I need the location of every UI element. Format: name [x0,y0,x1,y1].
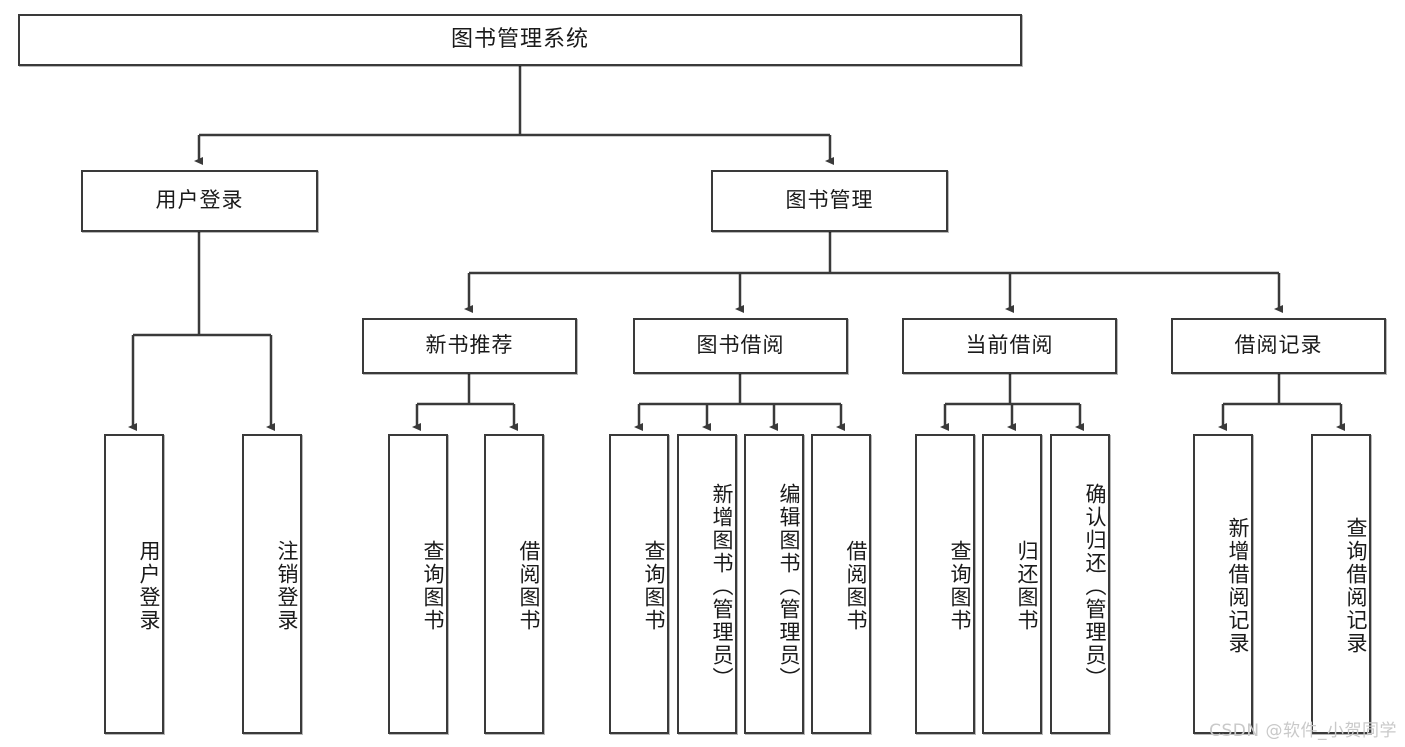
leaf-book-borrow-borrow-book[interactable]: 借阅图书 [811,434,871,734]
leaf-current-borrow-confirm-return-admin[interactable]: 确认归还（管理员） [1050,434,1110,734]
node-label: 图书管理 [785,188,874,213]
node-current-borrow[interactable]: 当前借阅 [902,318,1117,374]
node-label: 查询借阅记录 [1344,517,1368,655]
leaf-current-borrow-query-book[interactable]: 查询图书 [915,434,975,734]
node-user-login[interactable]: 用户登录 [81,170,318,232]
node-label: 编辑图书（管理员） [777,482,801,690]
node-label: 用户登录 [155,188,244,213]
node-borrow-record[interactable]: 借阅记录 [1171,318,1386,374]
node-label: 注销登录 [275,540,299,632]
node-new-book-recommend[interactable]: 新书推荐 [362,318,577,374]
node-label: 查询图书 [642,540,666,632]
node-label: 新书推荐 [425,333,514,358]
leaf-new-book-query-book[interactable]: 查询图书 [388,434,448,734]
node-label: 用户登录 [137,540,161,632]
node-label: 归还图书 [1015,540,1039,632]
leaf-user-login-login[interactable]: 用户登录 [104,434,164,734]
node-book-management[interactable]: 图书管理 [711,170,948,232]
node-label: 查询图书 [948,540,972,632]
leaf-book-borrow-query-book[interactable]: 查询图书 [609,434,669,734]
node-root-book-management-system[interactable]: 图书管理系统 [18,14,1022,66]
node-label: 借阅图书 [844,540,868,632]
leaf-borrow-record-add-record[interactable]: 新增借阅记录 [1193,434,1253,734]
node-book-borrow[interactable]: 图书借阅 [633,318,848,374]
csdn-watermark: CSDN @软件_小贺同学 [1209,721,1397,741]
node-label: 借阅图书 [517,540,541,632]
node-label: 新增借阅记录 [1226,517,1250,655]
leaf-new-book-borrow-book[interactable]: 借阅图书 [484,434,544,734]
node-label: 查询图书 [421,540,445,632]
leaf-user-login-logout[interactable]: 注销登录 [242,434,302,734]
node-label: 新增图书（管理员） [710,482,734,690]
node-label: 借阅记录 [1234,333,1323,358]
leaf-book-borrow-add-book-admin[interactable]: 新增图书（管理员） [677,434,737,734]
leaf-current-borrow-return-book[interactable]: 归还图书 [982,434,1042,734]
leaf-borrow-record-query-record[interactable]: 查询借阅记录 [1311,434,1371,734]
node-label: 确认归还（管理员） [1083,482,1107,690]
leaf-book-borrow-edit-book-admin[interactable]: 编辑图书（管理员） [744,434,804,734]
node-label: 图书借阅 [696,333,785,358]
node-label: 当前借阅 [965,333,1054,358]
node-label: 图书管理系统 [450,26,589,52]
